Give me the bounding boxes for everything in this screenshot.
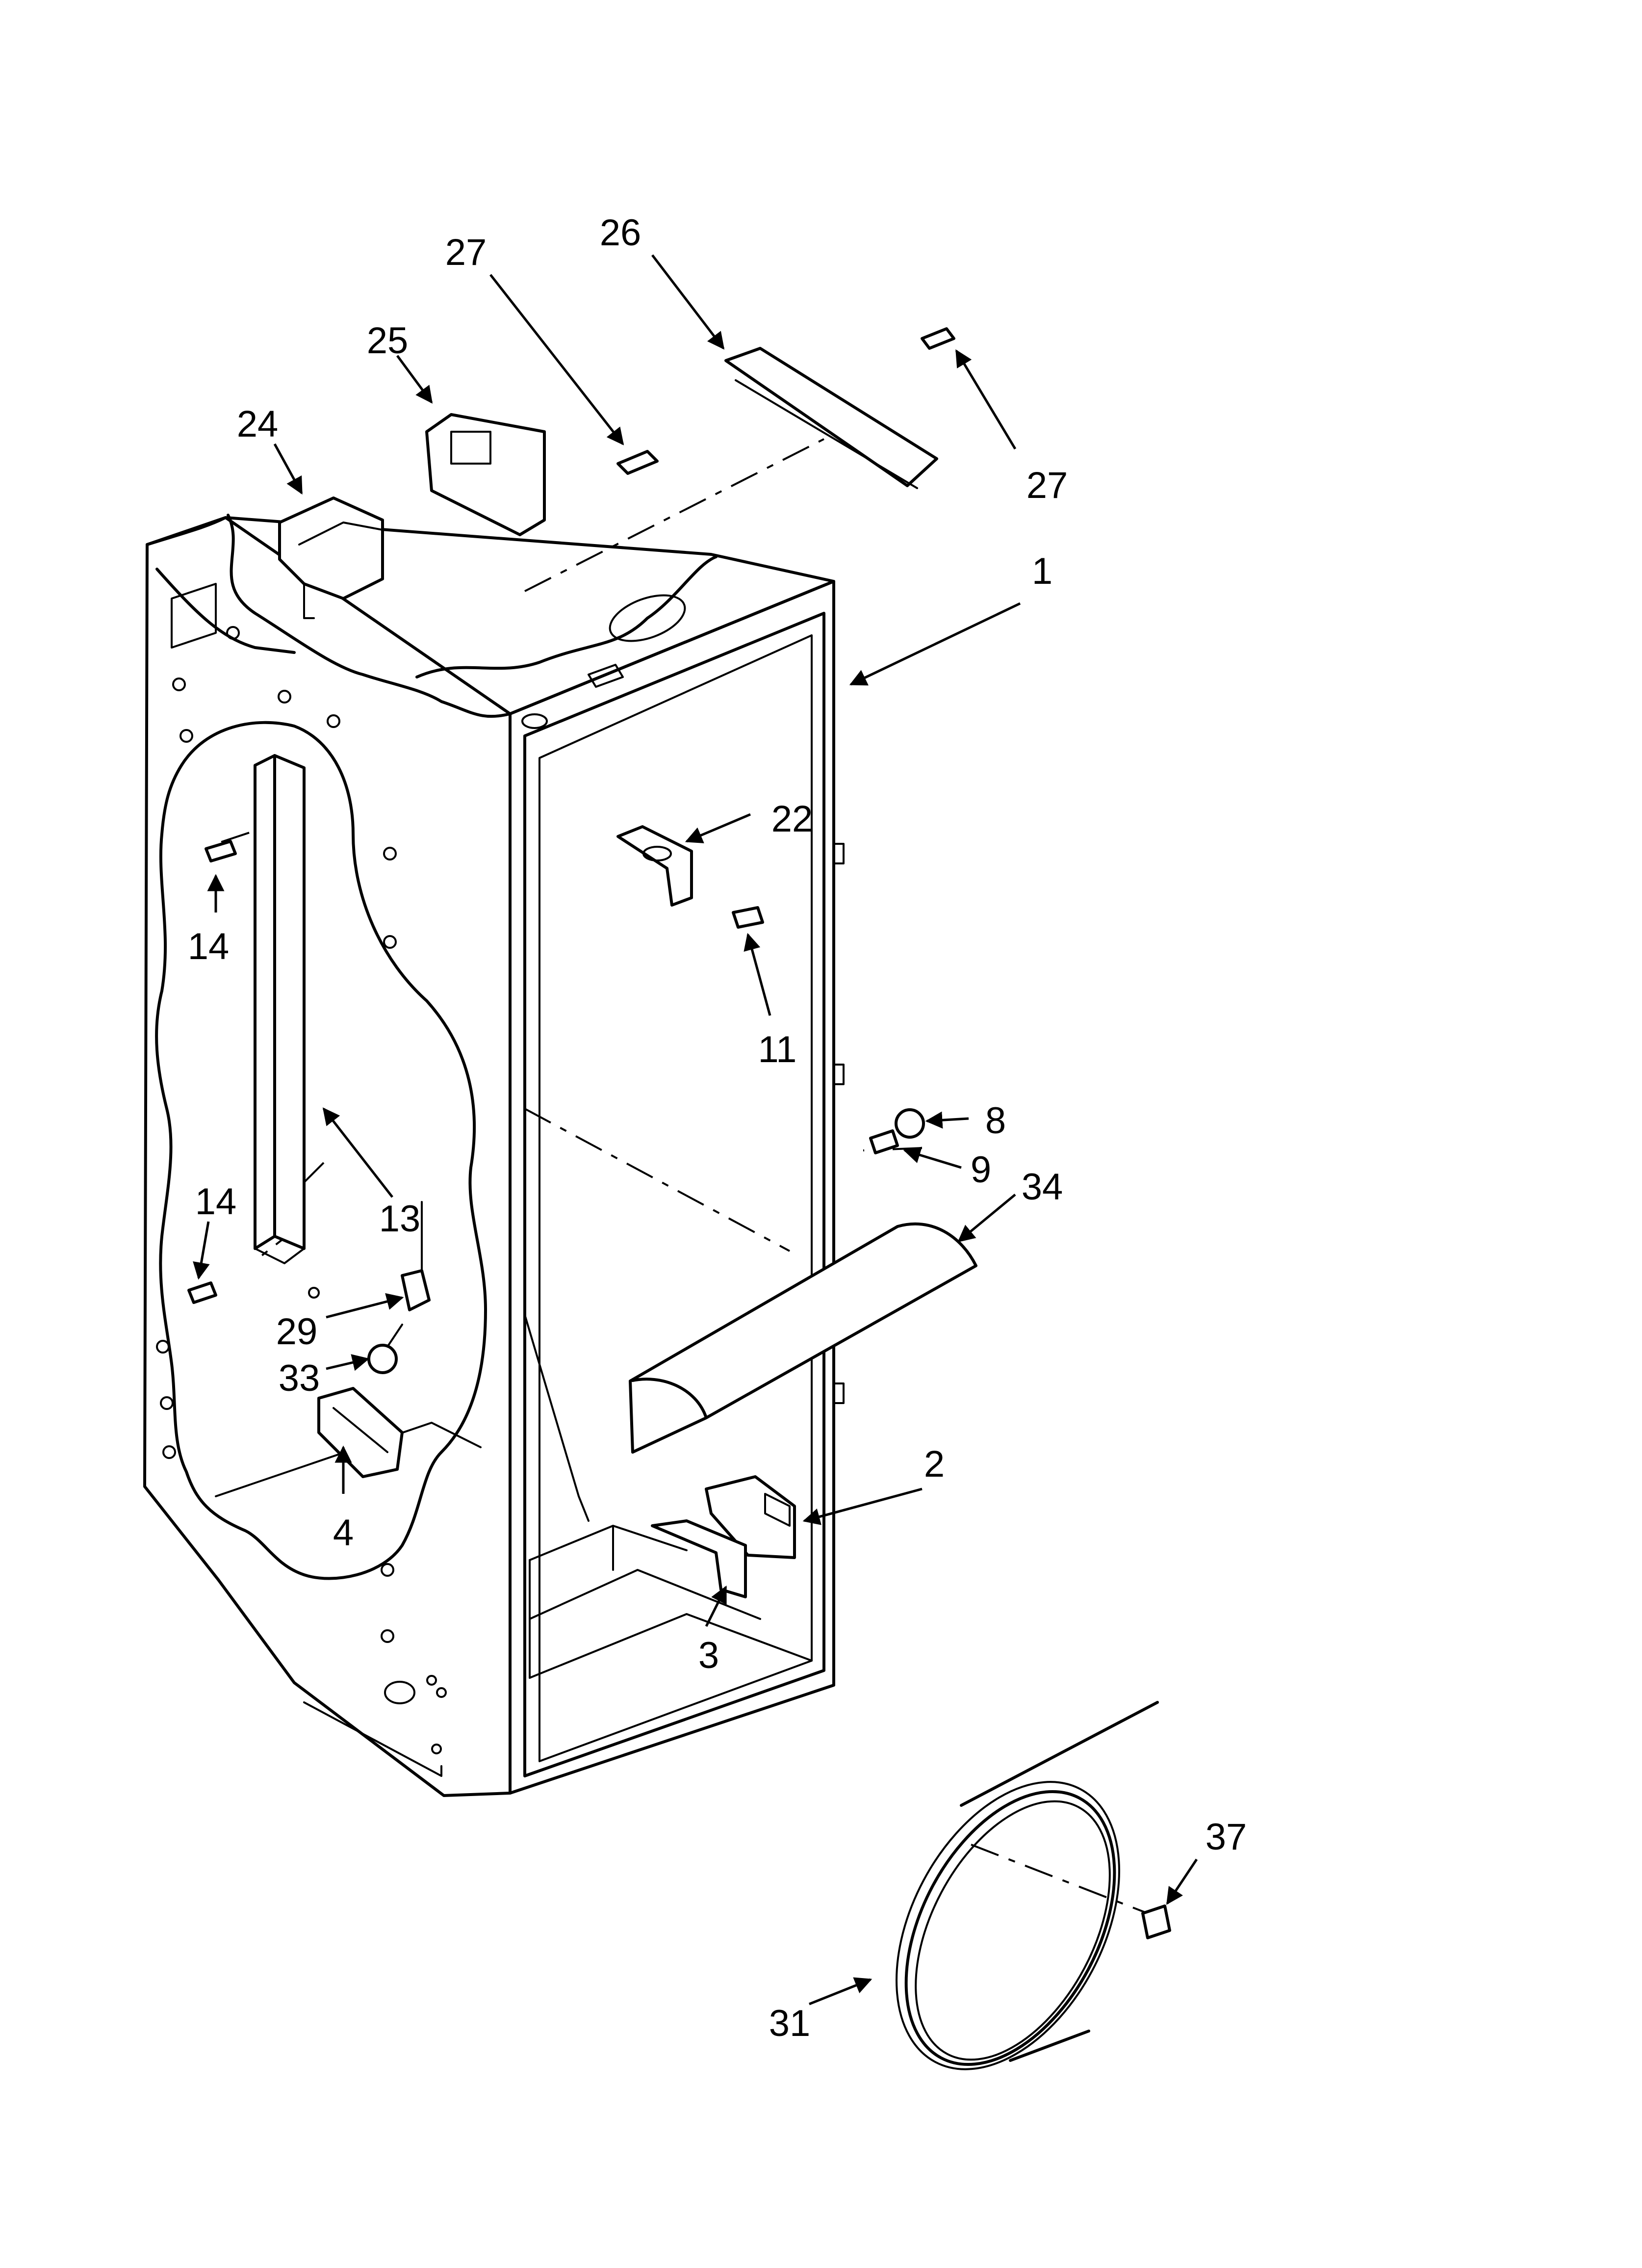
light-shield-4 <box>317 1387 404 1478</box>
screw-11 <box>732 906 764 929</box>
callout-24: 24 <box>237 403 279 445</box>
callout-27: 27 <box>445 232 487 273</box>
callout-27: 27 <box>1026 465 1068 506</box>
bracket-22 <box>616 825 693 907</box>
bumper-8 <box>895 1108 925 1139</box>
cabinet-liner <box>143 514 845 1797</box>
callout-9: 9 <box>971 1149 991 1191</box>
callout-37: 37 <box>1206 1816 1247 1858</box>
screw-14-b <box>187 1281 217 1304</box>
callout-11: 11 <box>758 1029 797 1070</box>
callout-26: 26 <box>600 212 641 254</box>
alignment-lines <box>215 438 1148 1914</box>
screw-27-b <box>921 327 955 350</box>
callout-31: 31 <box>769 2003 811 2044</box>
screw-27-a <box>616 450 659 475</box>
callout-leaders <box>193 254 1198 2006</box>
callout-33: 33 <box>279 1357 320 1399</box>
screw-14-a <box>205 840 237 862</box>
callout-25: 25 <box>367 320 409 362</box>
lamp-socket-29 <box>308 1269 431 1311</box>
rail-13 <box>254 754 306 1264</box>
cover-34 <box>629 1222 977 1454</box>
thermostat-housing-24 <box>278 496 384 619</box>
callout-1: 1 <box>1032 550 1052 592</box>
callout-8: 8 <box>985 1100 1006 1142</box>
callout-4: 4 <box>333 1512 354 1554</box>
callout-22: 22 <box>771 798 813 840</box>
callout-14: 14 <box>195 1181 237 1223</box>
callout-34: 34 <box>1022 1166 1063 1208</box>
callout-labels: 27 26 25 24 27 1 22 14 11 8 9 34 13 14 2… <box>188 212 1247 2044</box>
bracket-2 <box>705 1475 796 1559</box>
bracket-25 <box>425 413 546 536</box>
callout-13: 13 <box>379 1198 421 1240</box>
callout-2: 2 <box>924 1443 945 1485</box>
screw-9 <box>869 1129 899 1154</box>
rail-26 <box>724 347 938 489</box>
tubing-coil-31 <box>896 1701 1159 2070</box>
screw-37 <box>1141 1904 1171 1939</box>
lamp-33 <box>367 1324 403 1374</box>
side-holes <box>156 626 447 1754</box>
callout-29: 29 <box>276 1311 318 1353</box>
bracket-3 <box>651 1519 747 1598</box>
callout-3: 3 <box>698 1635 719 1676</box>
callout-14: 14 <box>188 926 230 967</box>
